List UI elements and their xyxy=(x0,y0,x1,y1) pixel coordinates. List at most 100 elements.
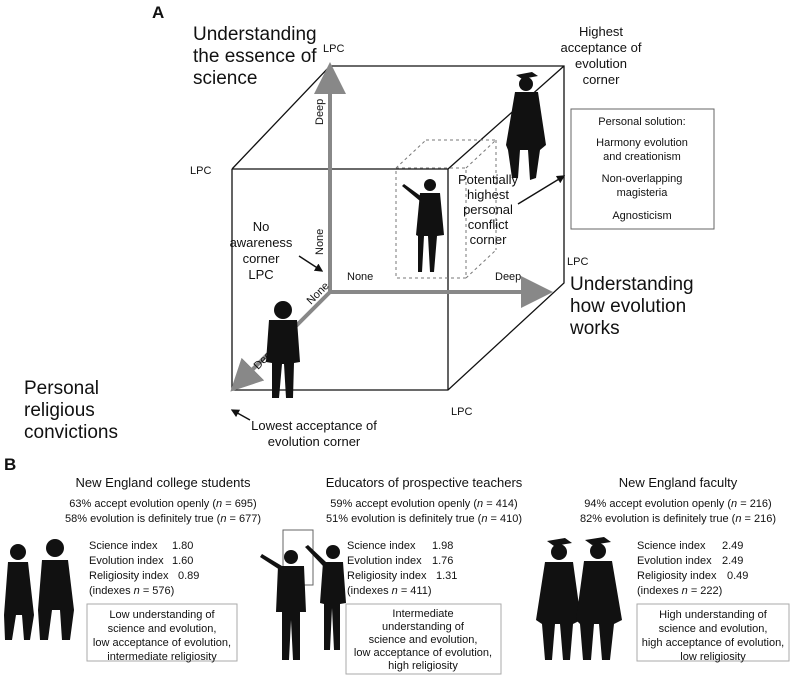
svg-text:1.31: 1.31 xyxy=(436,570,457,582)
understanding-science-label: Understanding the essence of science xyxy=(193,24,317,89)
svg-text:Understanding: Understanding xyxy=(193,24,317,45)
summary-box: Intermediate understanding of science an… xyxy=(354,608,492,672)
svg-text:magisteria: magisteria xyxy=(617,187,669,199)
student-silhouette xyxy=(266,301,300,398)
svg-text:Low understanding of: Low understanding of xyxy=(109,609,215,621)
svg-text:corner: corner xyxy=(470,232,508,247)
svg-text:Evolution index: Evolution index xyxy=(637,555,712,567)
index-table: Science index 1.80 Evolution index 1.60 … xyxy=(89,540,199,597)
svg-text:works: works xyxy=(569,318,620,339)
svg-text:awareness: awareness xyxy=(230,235,293,250)
svg-text:highest: highest xyxy=(467,187,509,202)
personal-solution-box: Personal solution: Harmony evolution and… xyxy=(570,108,715,230)
axis-evolution-none-label: None xyxy=(347,271,373,283)
svg-text:1.60: 1.60 xyxy=(172,555,193,567)
svg-text:science: science xyxy=(193,68,257,89)
svg-text:evolution: evolution xyxy=(575,56,627,71)
index-table: Science index 2.49 Evolution index 2.49 … xyxy=(637,540,748,597)
svg-text:understanding of: understanding of xyxy=(382,621,465,633)
true-stat: 82% evolution is definitely true (n = 21… xyxy=(580,513,776,525)
svg-text:high acceptance of evolution,: high acceptance of evolution, xyxy=(642,637,785,649)
teacher-silhouette xyxy=(402,179,444,272)
svg-text:and creationism: and creationism xyxy=(603,151,681,163)
lpc-label-right: LPC xyxy=(567,256,588,268)
accept-stat: 63% accept evolution openly (n = 695) xyxy=(69,498,256,510)
svg-text:Harmony evolution: Harmony evolution xyxy=(596,137,688,149)
religious-convictions-label: Personal religious convictions xyxy=(24,378,118,443)
panel-a-letter: A xyxy=(152,3,164,22)
index-table: Science index 1.98 Evolution index 1.76 … xyxy=(347,540,457,597)
svg-text:Personal: Personal xyxy=(24,378,99,399)
svg-text:acceptance of: acceptance of xyxy=(561,40,642,55)
svg-text:Understanding: Understanding xyxy=(570,274,694,295)
svg-text:Non-overlapping: Non-overlapping xyxy=(602,173,683,185)
group-title: Educators of prospective teachers xyxy=(326,475,523,490)
svg-text:Lowest acceptance of: Lowest acceptance of xyxy=(251,418,377,433)
accept-stat: 59% accept evolution openly (n = 414) xyxy=(330,498,517,510)
svg-text:low acceptance of evolution,: low acceptance of evolution, xyxy=(354,647,492,659)
svg-text:0.89: 0.89 xyxy=(178,570,199,582)
svg-text:intermediate religiosity: intermediate religiosity xyxy=(107,651,217,663)
svg-text:convictions: convictions xyxy=(24,422,118,443)
axis-science-none-label: None xyxy=(314,229,326,255)
summary-box: High understanding of science and evolut… xyxy=(642,609,785,663)
svg-text:corner: corner xyxy=(243,251,281,266)
svg-text:(indexes n = 222): (indexes n = 222) xyxy=(637,585,722,597)
graduate-silhouette xyxy=(506,72,546,180)
svg-text:low acceptance of evolution,: low acceptance of evolution, xyxy=(93,637,231,649)
conflict-pointer xyxy=(517,175,566,205)
svg-text:Science index: Science index xyxy=(637,540,706,552)
axis-evolution-deep-label: Deep xyxy=(495,271,521,283)
no-awareness-label: No awareness corner LPC xyxy=(230,219,293,282)
svg-text:how evolution: how evolution xyxy=(570,296,686,317)
svg-text:Science index: Science index xyxy=(347,540,416,552)
highest-acceptance-label: Highest acceptance of evolution corner xyxy=(561,24,642,87)
svg-text:conflict: conflict xyxy=(468,217,509,232)
svg-text:Highest: Highest xyxy=(579,24,623,39)
svg-text:1.80: 1.80 xyxy=(172,540,193,552)
group-title: New England college students xyxy=(76,475,251,490)
conflict-region-box xyxy=(395,139,497,279)
svg-text:religious: religious xyxy=(24,400,95,421)
true-stat: 51% evolution is definitely true (n = 41… xyxy=(326,513,522,525)
svg-text:Evolution index: Evolution index xyxy=(347,555,422,567)
svg-text:Religiosity index: Religiosity index xyxy=(89,570,169,582)
accept-stat: 94% accept evolution openly (n = 216) xyxy=(584,498,771,510)
svg-text:LPC: LPC xyxy=(248,267,273,282)
no-awareness-pointer xyxy=(298,255,324,272)
svg-text:science and evolution,: science and evolution, xyxy=(369,634,478,646)
axis-science-deep-label: Deep xyxy=(314,99,326,125)
svg-text:Intermediate: Intermediate xyxy=(392,608,453,620)
understanding-evolution-label: Understanding how evolution works xyxy=(569,274,694,339)
svg-text:low religiosity: low religiosity xyxy=(680,651,746,663)
personal-solution-title: Personal solution: xyxy=(598,116,685,128)
group-college-students: New England college students 63% accept … xyxy=(4,475,261,663)
svg-text:2.49: 2.49 xyxy=(722,555,743,567)
svg-text:evolution corner: evolution corner xyxy=(268,434,361,449)
svg-text:Potentially: Potentially xyxy=(458,172,518,187)
panel-b-letter: B xyxy=(4,455,16,474)
svg-text:1.98: 1.98 xyxy=(432,540,453,552)
lowest-acceptance-label: Lowest acceptance of evolution corner xyxy=(251,418,377,449)
svg-text:(indexes n = 576): (indexes n = 576) xyxy=(89,585,174,597)
svg-text:High understanding of: High understanding of xyxy=(659,609,768,621)
lowest-acceptance-pointer xyxy=(230,409,251,421)
svg-text:personal: personal xyxy=(463,202,513,217)
svg-text:Religiosity index: Religiosity index xyxy=(637,570,717,582)
svg-text:Science index: Science index xyxy=(89,540,158,552)
svg-text:0.49: 0.49 xyxy=(727,570,748,582)
lpc-label-left: LPC xyxy=(190,165,211,177)
svg-text:high religiosity: high religiosity xyxy=(388,660,458,672)
conflict-corner-label: Potentially highest personal conflict co… xyxy=(458,172,518,247)
lpc-label-top: LPC xyxy=(323,43,344,55)
svg-text:Agnosticism: Agnosticism xyxy=(612,210,671,222)
lpc-label-bottom: LPC xyxy=(451,406,472,418)
svg-text:Religiosity index: Religiosity index xyxy=(347,570,427,582)
svg-text:corner: corner xyxy=(583,72,621,87)
group-faculty: New England faculty 94% accept evolution… xyxy=(536,475,790,663)
faculty-silhouettes xyxy=(536,537,622,660)
svg-text:science and evolution,: science and evolution, xyxy=(659,623,768,635)
svg-text:No: No xyxy=(253,219,270,234)
true-stat: 58% evolution is definitely true (n = 67… xyxy=(65,513,261,525)
